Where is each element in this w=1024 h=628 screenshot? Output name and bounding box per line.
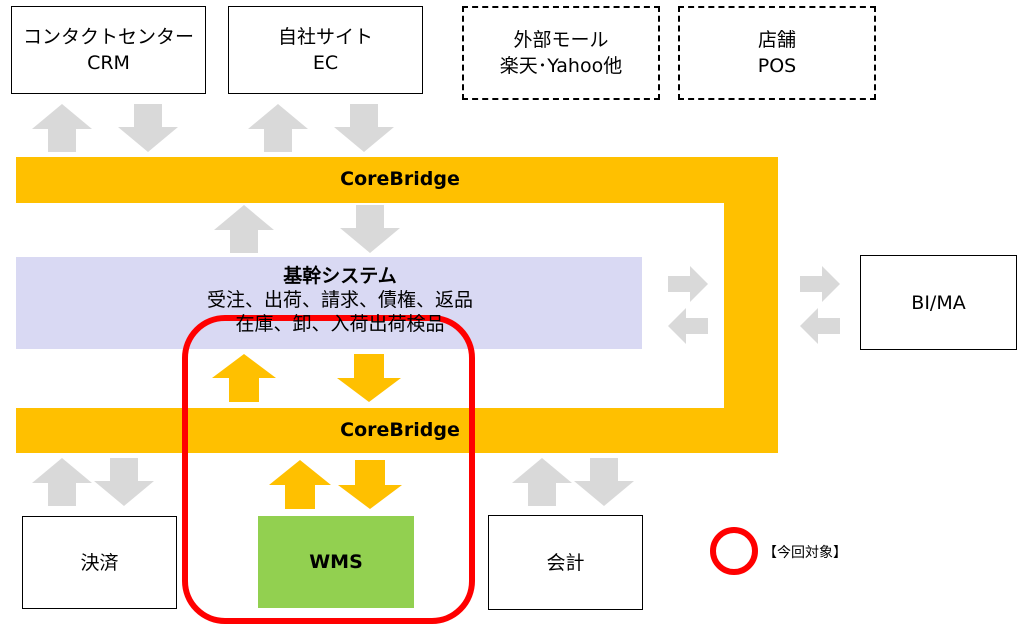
arrow-right-bi — [800, 266, 840, 302]
mall-line1: 外部モール — [513, 29, 609, 51]
legend-label: 【今回対象】 — [763, 545, 847, 561]
arrow-up-accounting — [512, 458, 572, 506]
core-system-line1: 受注、出荷、請求、債権、返品 — [206, 289, 473, 311]
crm-box: コンタクトセンター CRM — [11, 6, 206, 94]
pos-box: 店舗 POS — [678, 6, 876, 100]
crm-line1: コンタクトセンター — [22, 26, 194, 48]
core-system-line2: 在庫、卸、入荷出荷検品 — [235, 313, 445, 335]
scope-highlight — [182, 315, 475, 624]
arrow-down-core-bottom — [337, 354, 401, 402]
arrow-up-ec — [248, 104, 308, 152]
arrow-down-wms — [338, 460, 402, 509]
arrow-up-core — [214, 205, 274, 253]
arrow-up-crm — [32, 104, 92, 152]
ec-box: 自社サイト EC — [228, 6, 423, 94]
corebridge-top-label: CoreBridge — [340, 168, 460, 190]
core-system-title: 基幹システム — [283, 265, 397, 287]
corebridge-bottom-label: CoreBridge — [340, 419, 460, 441]
arrow-down-accounting — [574, 458, 634, 506]
wms-label: WMS — [309, 551, 363, 573]
arrow-down-payment — [94, 458, 154, 506]
pos-line1: 店舗 — [757, 29, 796, 51]
arrow-up-core-bottom — [212, 354, 276, 402]
mall-box: 外部モール 楽天･Yahoo他 — [462, 6, 660, 100]
wms-box: WMS — [258, 516, 414, 608]
arrow-down-core — [340, 205, 400, 253]
arrow-down-crm — [118, 104, 178, 152]
payment-box: 決済 — [22, 516, 177, 609]
core-system-band — [16, 257, 642, 349]
core-system: 基幹システム 受注、出荷、請求、債権、返品 在庫、卸、入荷出荷検品 — [140, 264, 540, 336]
bi-ma-label: BI/MA — [911, 291, 966, 314]
arrow-down-ec — [334, 104, 394, 152]
arrow-up-wms — [269, 460, 331, 509]
ec-line1: 自社サイト — [277, 26, 373, 48]
arrow-up-payment — [32, 458, 92, 506]
bi-ma-box: BI/MA — [860, 255, 1017, 350]
accounting-label: 会計 — [546, 551, 585, 574]
arrow-left-inner — [668, 308, 708, 344]
mall-line2: 楽天･Yahoo他 — [499, 55, 623, 77]
payment-label: 決済 — [80, 551, 119, 574]
corebridge-bus — [16, 157, 778, 453]
arrow-right-inner — [668, 266, 708, 302]
ec-line2: EC — [312, 52, 339, 74]
pos-line2: POS — [757, 55, 797, 77]
accounting-box: 会計 — [488, 515, 643, 610]
legend-circle — [710, 527, 758, 575]
arrow-left-bi — [800, 308, 840, 344]
crm-line2: CRM — [87, 52, 130, 74]
